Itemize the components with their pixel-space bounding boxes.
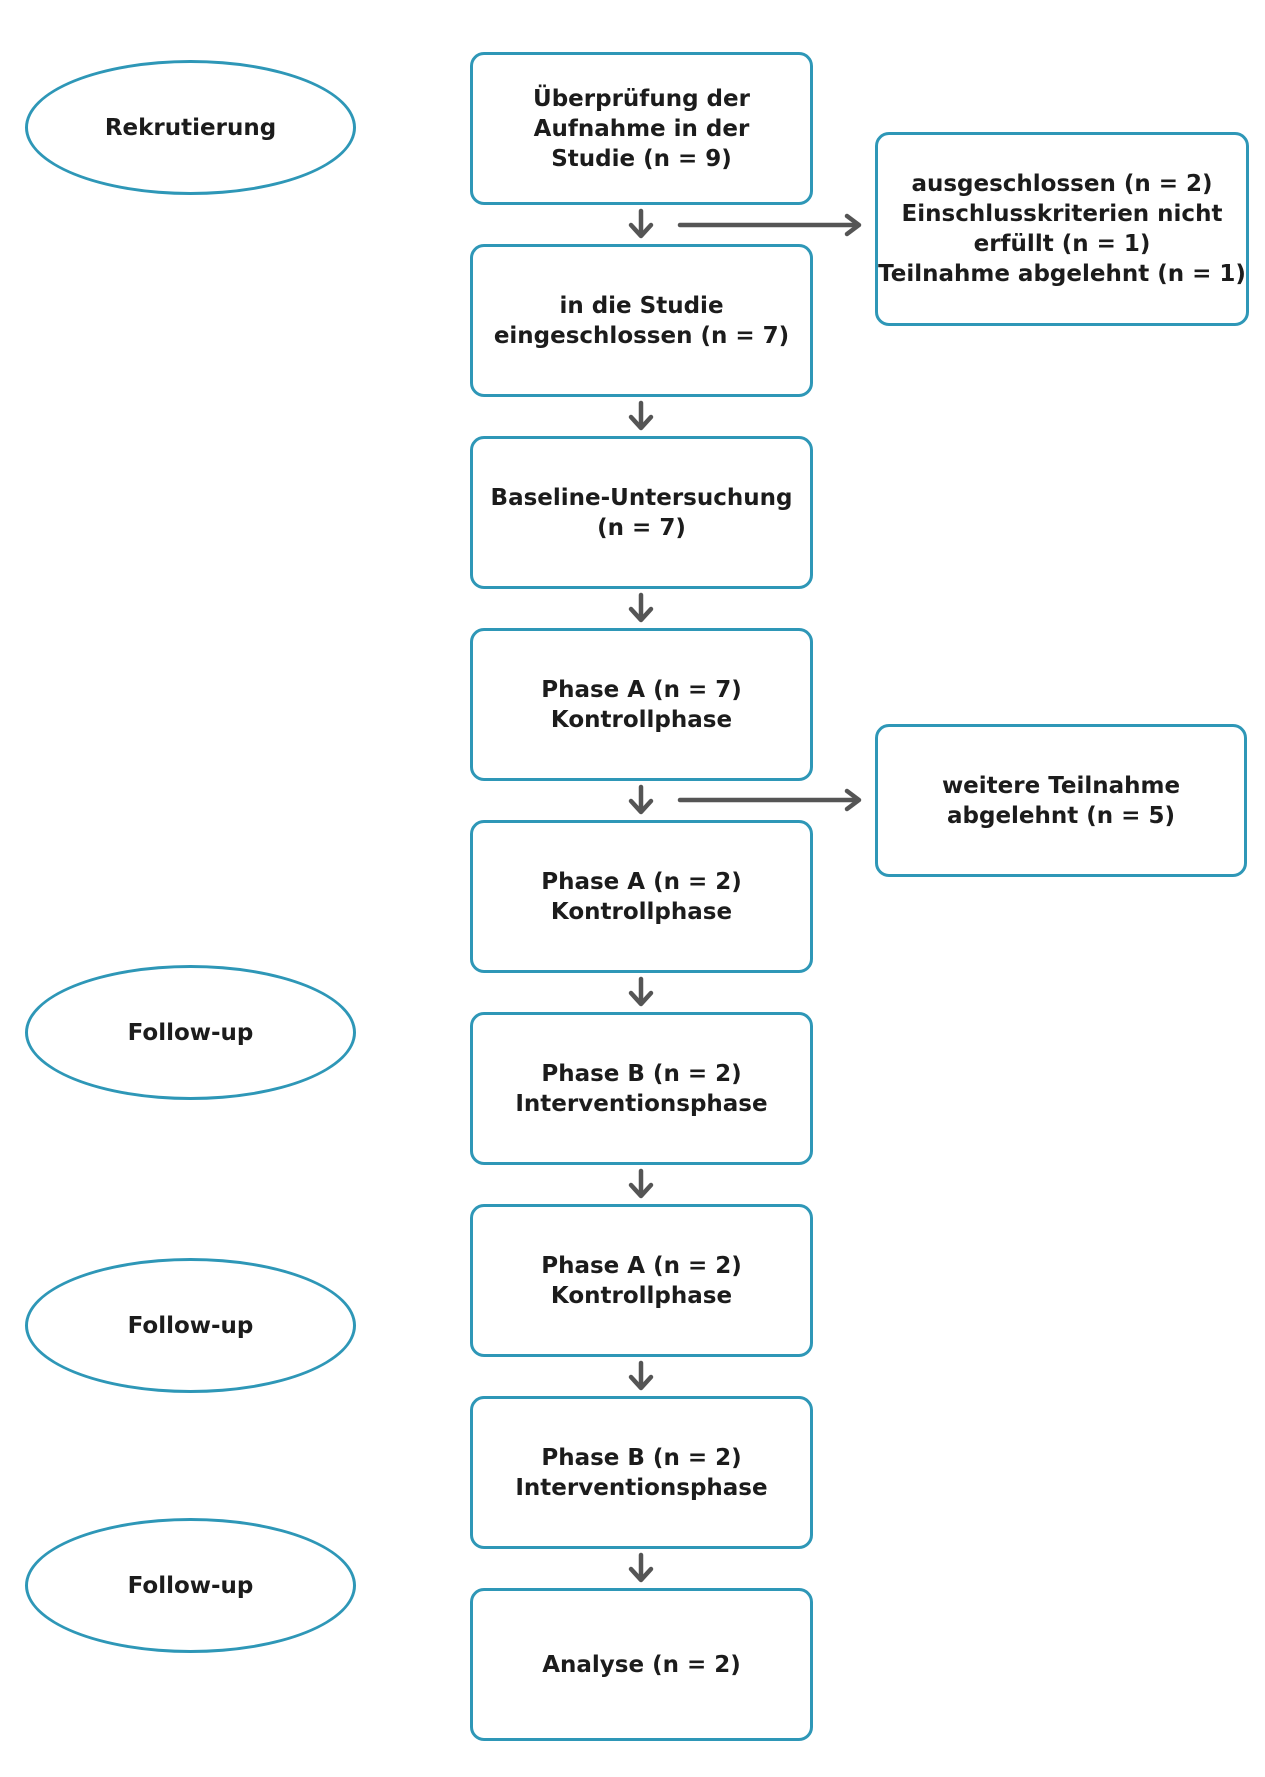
box-phase-a-2-text: Phase A (n = 2) Kontrollphase: [541, 868, 742, 925]
oval-followup-1: Follow-up: [25, 965, 356, 1100]
oval-followup-2-label: Follow-up: [127, 1312, 254, 1339]
down-arrow-4: [628, 784, 654, 815]
box-phase-a-1: Phase A (n = 7) Kontrollphase: [470, 628, 813, 781]
box-analyse-text: Analyse (n = 2): [542, 1651, 741, 1678]
oval-followup-1-label: Follow-up: [127, 1019, 254, 1046]
box-phase-b-2-text: Phase B (n = 2) Interventionsphase: [515, 1444, 768, 1501]
box-phase-b-1-text: Phase B (n = 2) Interventionsphase: [515, 1060, 768, 1117]
oval-rekrutierung-label: Rekrutierung: [104, 114, 277, 141]
down-arrow-6: [628, 1168, 654, 1199]
box-baseline-text: Baseline-Untersuchung (n = 7): [490, 484, 793, 541]
box-excluded: ausgeschlossen (n = 2) Einschlusskriteri…: [875, 132, 1249, 326]
box-phase-b-2: Phase B (n = 2) Interventionsphase: [470, 1396, 813, 1549]
down-arrow-5: [628, 976, 654, 1007]
box-analyse: Analyse (n = 2): [470, 1588, 813, 1741]
box-excluded-text: ausgeschlossen (n = 2) Einschlusskriteri…: [878, 171, 1246, 287]
box-included-text: in die Studie eingeschlossen (n = 7): [493, 292, 790, 349]
down-arrow-1: [628, 208, 654, 239]
oval-followup-2: Follow-up: [25, 1258, 356, 1393]
down-arrow-7: [628, 1360, 654, 1391]
box-phase-a-3: Phase A (n = 2) Kontrollphase: [470, 1204, 813, 1357]
oval-rekrutierung: Rekrutierung: [25, 60, 356, 195]
box-screening-text: Überprüfung der Aufnahme in der Studie (…: [533, 85, 750, 172]
right-arrow-declined: [677, 788, 862, 812]
oval-followup-3-label: Follow-up: [127, 1572, 254, 1599]
box-declined: weitere Teilnahme abgelehnt (n = 5): [875, 724, 1247, 877]
box-declined-text: weitere Teilnahme abgelehnt (n = 5): [941, 772, 1181, 829]
box-phase-a-2: Phase A (n = 2) Kontrollphase: [470, 820, 813, 973]
box-included: in die Studie eingeschlossen (n = 7): [470, 244, 813, 397]
oval-followup-3: Follow-up: [25, 1518, 356, 1653]
down-arrow-2: [628, 400, 654, 431]
down-arrow-8: [628, 1552, 654, 1583]
box-baseline: Baseline-Untersuchung (n = 7): [470, 436, 813, 589]
box-phase-a-1-text: Phase A (n = 7) Kontrollphase: [541, 676, 742, 733]
down-arrow-3: [628, 592, 654, 623]
box-phase-b-1: Phase B (n = 2) Interventionsphase: [470, 1012, 813, 1165]
box-phase-a-3-text: Phase A (n = 2) Kontrollphase: [541, 1252, 742, 1309]
box-screening: Überprüfung der Aufnahme in der Studie (…: [470, 52, 813, 205]
right-arrow-excluded: [677, 213, 862, 237]
